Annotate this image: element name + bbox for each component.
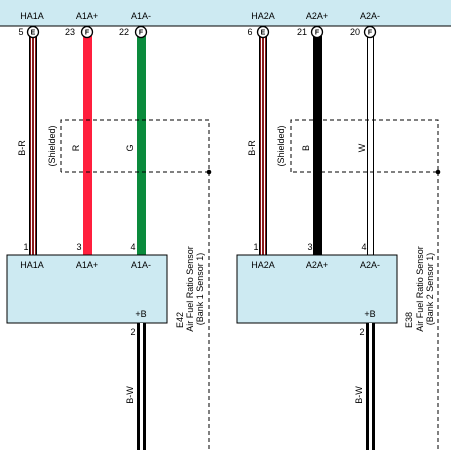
sensor1-sub: (Bank 1 Sensor 1)	[195, 253, 205, 326]
sensor1-pin-4: 4	[130, 242, 135, 252]
sensor-box-e38	[236, 254, 398, 324]
connector-f-a2a-minus: F	[363, 25, 377, 39]
power-wire-color-bank1: B-W	[125, 386, 135, 404]
sensor1-terminal-plus-b: +B	[135, 309, 146, 319]
wire-color-label-a2a-minus: W	[357, 143, 367, 152]
wire-a2a-minus	[367, 36, 374, 255]
connector-f-a2a-plus: F	[310, 25, 324, 39]
header-band	[0, 0, 451, 26]
sensor1-id: E42	[175, 312, 185, 328]
wire-a1a-minus	[137, 36, 146, 255]
svg-text:E: E	[31, 30, 36, 37]
ecu-pin-20: 20	[350, 27, 360, 37]
sensor1-name: Air Fuel Ratio Sensor	[185, 246, 195, 332]
wire-color-label-a1a-plus: R	[71, 144, 81, 151]
shield-bank1	[60, 119, 210, 450]
sensor1-pin-3: 3	[76, 242, 81, 252]
power-wire-color-bank2: B-W	[354, 386, 364, 404]
ecu-signal-a1a-minus: A1A-	[131, 11, 151, 21]
sensor2-pin-4: 4	[361, 242, 366, 252]
ecu-signal-a2a-plus: A2A+	[306, 11, 328, 21]
wire-ha2a	[259, 36, 267, 255]
ecu-pin-22: 22	[119, 27, 129, 37]
wire-color-label-ha1a: B-R	[17, 140, 27, 156]
sensor-box-e42	[6, 254, 168, 324]
ecu-pin-23: 23	[65, 27, 75, 37]
sensor2-terminal-ha2a: HA2A	[251, 260, 275, 270]
svg-text:E: E	[261, 30, 266, 37]
shield-bank2	[290, 119, 439, 450]
sensor1-terminal-a1a-minus: A1A-	[131, 260, 151, 270]
sensor2-pin-3: 3	[307, 242, 312, 252]
wire-a1a-plus	[83, 36, 92, 255]
sensor1-pin-1: 1	[23, 242, 28, 252]
wire-color-label-a1a-minus: G	[125, 144, 135, 151]
ecu-pin-5: 5	[18, 27, 23, 37]
sensor2-name: Air Fuel Ratio Sensor	[415, 246, 425, 332]
svg-text:F: F	[315, 30, 320, 37]
svg-text:F: F	[139, 30, 144, 37]
sensor2-pin-1: 1	[253, 242, 258, 252]
shield-ground-dot-bank2	[435, 169, 441, 175]
shield-ground-dot-bank1	[206, 169, 212, 175]
sensor2-sub: (Bank 2 Sensor 1)	[425, 253, 435, 326]
connector-e-ha1a: E	[26, 25, 40, 39]
power-wire-bank1	[137, 323, 146, 450]
connector-e-ha2a: E	[256, 25, 270, 39]
sensor2-power-pin: 2	[359, 327, 364, 337]
sensor1-terminal-ha1a: HA1A	[20, 260, 44, 270]
ecu-pin-6: 6	[247, 27, 252, 37]
connector-f-a1a-minus: F	[134, 25, 148, 39]
wire-color-label-a2a-plus: B	[301, 145, 311, 151]
sensor2-terminal-plus-b: +B	[364, 309, 375, 319]
ecu-pin-21: 21	[297, 27, 307, 37]
shielded-label-bank2: (Shielded)	[276, 125, 286, 166]
sensor1-terminal-a1a-plus: A1A+	[76, 260, 98, 270]
sensor2-terminal-a2a-minus: A2A-	[360, 260, 380, 270]
sensor2-id: E38	[404, 312, 414, 328]
svg-text:F: F	[85, 30, 90, 37]
ecu-signal-ha1a: HA1A	[20, 11, 44, 21]
sensor2-terminal-a2a-plus: A2A+	[306, 260, 328, 270]
wire-a2a-plus	[313, 36, 322, 255]
wire-ha1a	[29, 36, 37, 255]
wire-color-label-ha2a: B-R	[247, 140, 257, 156]
shielded-label-bank1: (Shielded)	[47, 125, 57, 166]
svg-text:F: F	[368, 30, 373, 37]
power-wire-bank2	[366, 323, 375, 450]
connector-f-a1a-plus: F	[80, 25, 94, 39]
ecu-signal-a2a-minus: A2A-	[360, 11, 380, 21]
sensor1-power-pin: 2	[130, 327, 135, 337]
ecu-signal-a1a-plus: A1A+	[76, 11, 98, 21]
ecu-signal-ha2a: HA2A	[251, 11, 275, 21]
